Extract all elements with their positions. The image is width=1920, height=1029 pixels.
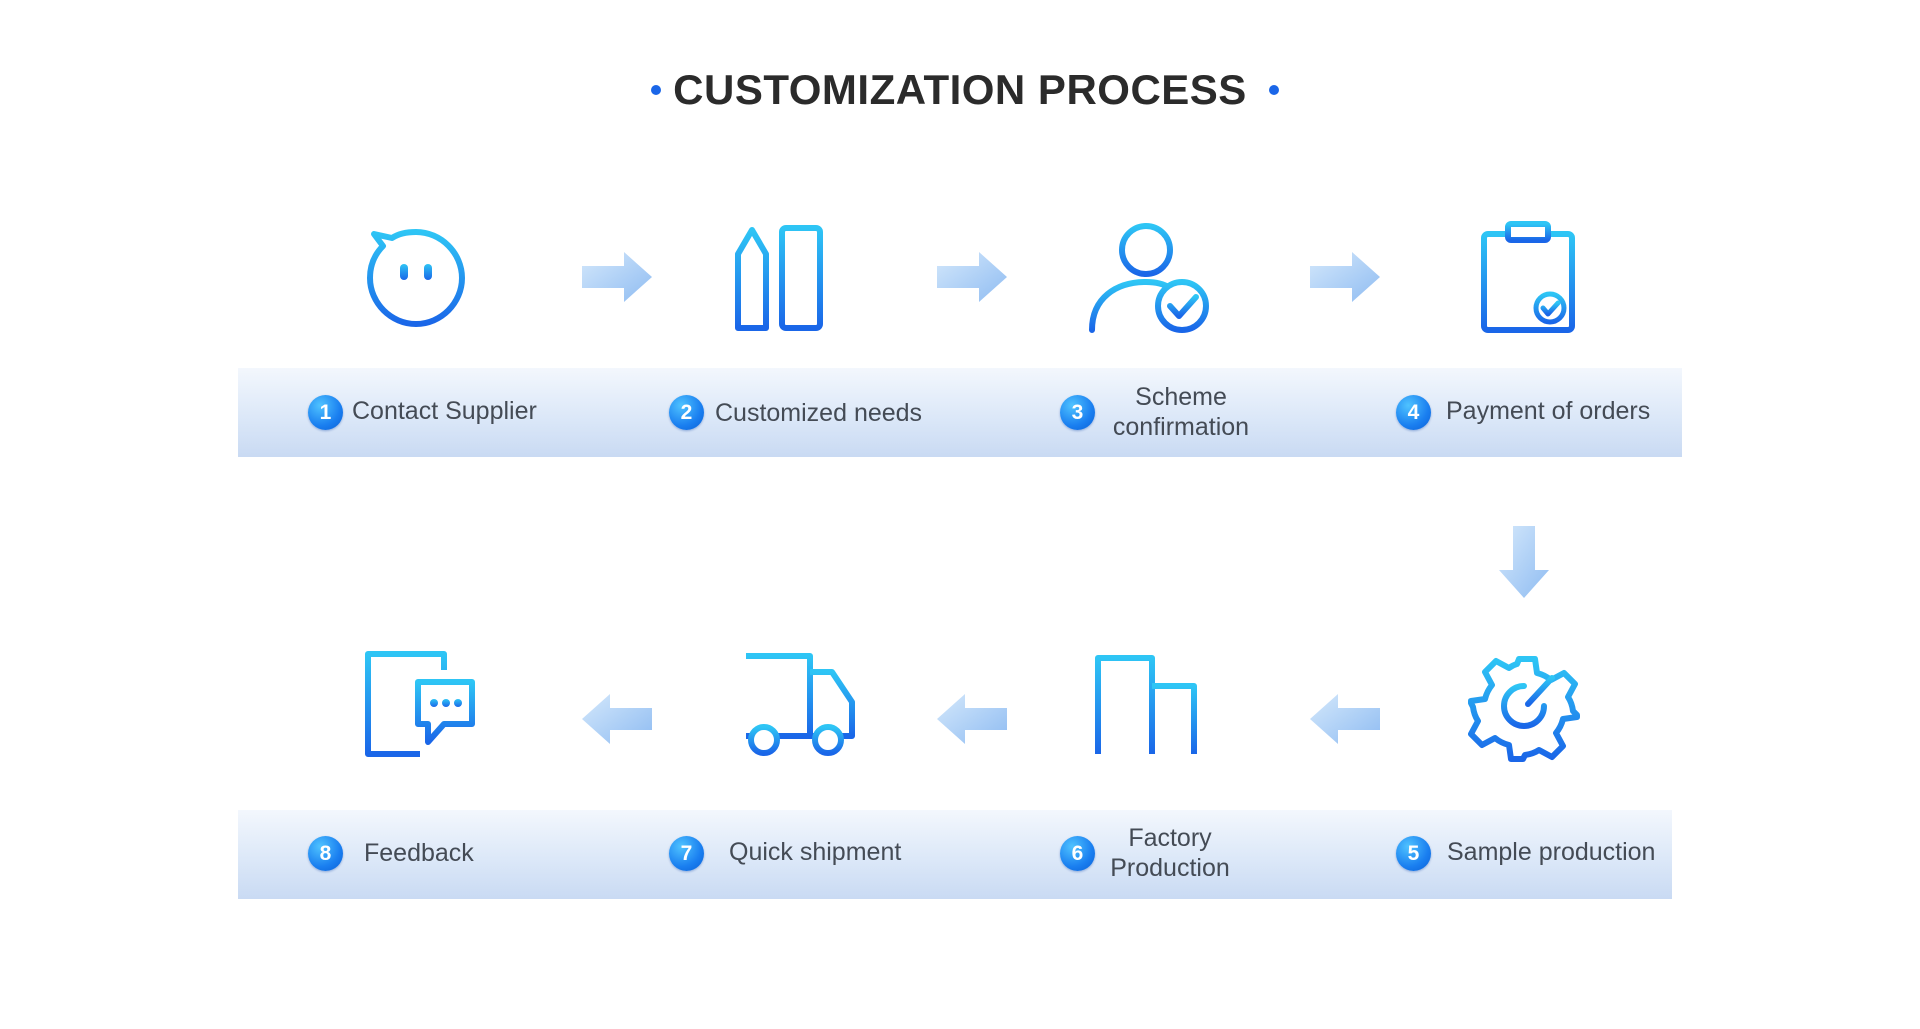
factory-building-icon — [1086, 655, 1210, 757]
step-number-badge: 5 — [1396, 836, 1431, 871]
title-area: CUSTOMIZATION PROCESS — [0, 62, 1920, 118]
step-label: Sample production — [1447, 838, 1656, 866]
user-check-icon — [1089, 223, 1209, 333]
step-number-badge: 2 — [669, 395, 704, 430]
arrow-right-icon — [1310, 252, 1380, 302]
chat-face-icon — [367, 229, 465, 327]
step-number-badge: 1 — [308, 395, 343, 430]
step-number-badge: 8 — [308, 836, 343, 871]
step-label: Scheme confirmation — [1112, 383, 1250, 441]
step-label: Feedback — [364, 839, 474, 867]
title-right-decoration — [1269, 85, 1450, 95]
arrow-right-icon — [582, 252, 652, 302]
delivery-truck-icon — [722, 653, 855, 756]
feedback-document-icon — [365, 651, 475, 757]
step-number-badge: 3 — [1060, 395, 1095, 430]
pencil-ruler-icon — [735, 225, 823, 331]
gear-icon — [1468, 656, 1580, 762]
step-label: Payment of orders — [1446, 397, 1651, 425]
step-band-top: 1 Contact Supplier 2 Customized needs 3 … — [238, 368, 1682, 457]
arrow-left-icon — [1310, 694, 1380, 744]
clipboard-check-icon — [1481, 221, 1575, 333]
step-number-badge: 6 — [1060, 836, 1095, 871]
step-label: Customized needs — [715, 399, 923, 427]
step-label: Contact Supplier — [352, 397, 537, 425]
arrow-left-icon — [582, 694, 652, 744]
arrow-right-icon — [937, 252, 1007, 302]
arrow-down-icon — [1499, 526, 1549, 598]
page-title: CUSTOMIZATION PROCESS — [673, 66, 1247, 113]
step-number-badge: 7 — [669, 836, 704, 871]
step-number-badge: 4 — [1396, 395, 1431, 430]
arrow-left-icon — [937, 694, 1007, 744]
step-label: Factory Production — [1110, 824, 1230, 882]
step-label: Quick shipment — [729, 838, 902, 866]
step-band-bottom: 8 Feedback 7 Quick shipment 6 Factory Pr… — [238, 810, 1672, 899]
title-left-decoration — [480, 85, 661, 95]
